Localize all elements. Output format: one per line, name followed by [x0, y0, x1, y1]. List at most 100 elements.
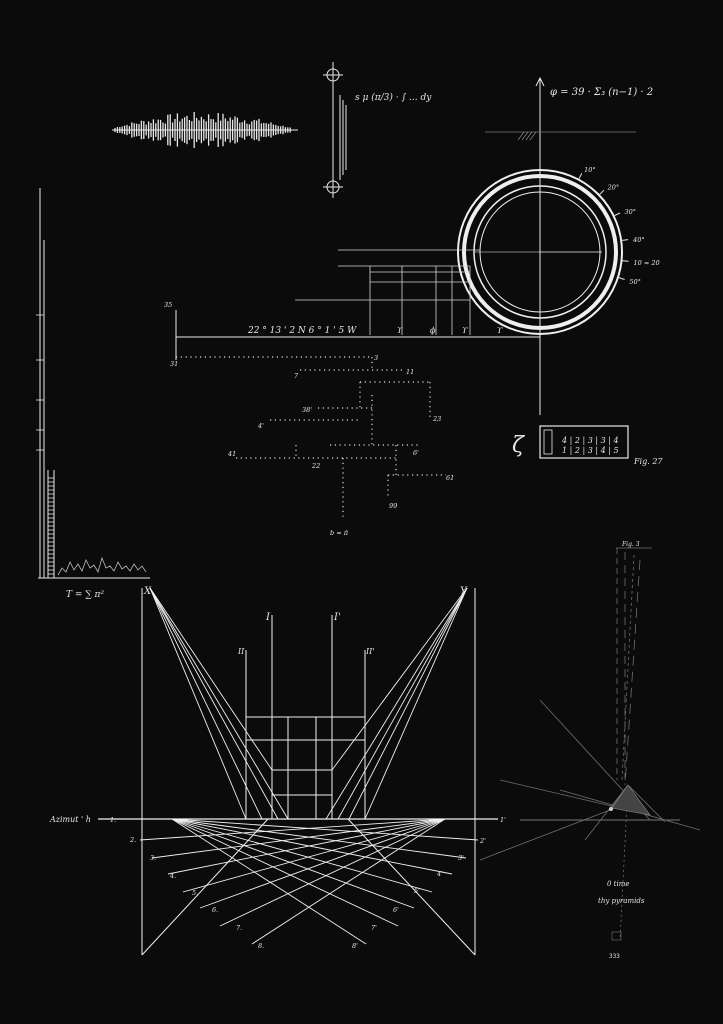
right-index-labels: 1'2'3'4'5'6'7'8': [352, 816, 506, 950]
fan-line: [149, 587, 279, 820]
note-line-2: thy pyramids: [598, 897, 645, 905]
left-index-label: 6.: [212, 906, 218, 914]
number-box-tab: [543, 429, 553, 455]
svg-text:4': 4': [257, 422, 264, 430]
hatch-mark: [517, 131, 537, 141]
left-index-label: 1.: [110, 816, 116, 824]
right-index-label: 1': [500, 816, 506, 824]
floor-line: [171, 818, 433, 893]
ring-tick: [578, 173, 583, 179]
formula-phi: φ = 39 · Σ₃ (n−1) · 2: [550, 87, 653, 98]
ring-tick: [614, 212, 621, 217]
azimuth-label: Azimut ' h: [49, 815, 91, 824]
ladder-rungs: [36, 314, 54, 575]
floor-line: [171, 818, 399, 927]
arrow-up-icon: [535, 76, 545, 87]
zeta-symbol: ζ: [512, 433, 526, 458]
fan-line: [149, 587, 289, 820]
svg-text:6': 6': [413, 449, 419, 457]
coordinates: 22 ° 13 ' 2 N 6 ° 1 ' 5 W: [247, 326, 357, 336]
right-index-label: 7': [371, 924, 377, 932]
small-square: [611, 931, 622, 941]
floor-line: [171, 818, 467, 859]
ring-tick: [618, 277, 625, 280]
svg-text:31: 31: [170, 360, 178, 368]
svg-text:II: II: [237, 647, 245, 656]
left-index-label: 7.: [236, 924, 242, 932]
svg-text:ϕ: ϕ: [430, 326, 436, 335]
noise-trace: [57, 556, 147, 576]
floor-line: [171, 818, 367, 945]
ring-tick-label: 30°: [625, 208, 637, 216]
pyramid-shade: [611, 784, 651, 816]
fan-line: [149, 587, 247, 820]
floor-line: [151, 818, 446, 859]
floor-line: [171, 818, 415, 909]
ring-tick-label: 10°: [584, 166, 596, 174]
svg-text:I: I: [265, 612, 271, 623]
left-vertical-bar: [38, 188, 150, 579]
ring-tick: [599, 189, 605, 195]
ring-tick: [622, 260, 629, 262]
svg-text:41: 41: [227, 450, 236, 458]
floor-line: [251, 818, 446, 945]
svg-text:35: 35: [164, 301, 172, 309]
right-index-label: 4': [436, 870, 443, 878]
page-number: 333: [609, 953, 620, 960]
structure-grid: [295, 249, 480, 335]
floor-line: [182, 818, 446, 893]
right-index-label: 8': [352, 942, 358, 950]
svg-text:ϒ: ϒ: [462, 326, 468, 335]
figure-label: Fig. 27: [633, 457, 663, 466]
left-index-label: 3.: [150, 854, 156, 862]
left-index-label: 4.: [169, 872, 176, 880]
fan-line: [149, 587, 273, 771]
fan-line: [331, 587, 468, 771]
svg-text:11: 11: [406, 368, 414, 376]
svg-text:23: 23: [432, 415, 441, 423]
formula-left: T = ∑ π²: [66, 590, 104, 600]
perspective-labels: X Y I I' II II': [143, 586, 468, 656]
left-index-label: 2.: [129, 836, 136, 844]
perspective-drawing: [98, 588, 498, 956]
vertical-crosshair-symbol: [323, 62, 347, 198]
svg-text:99: 99: [389, 502, 397, 510]
left-index-labels: 1. 2. 3. 4. 5. 6. 7. 8.: [110, 816, 264, 950]
floor-line: [171, 818, 479, 841]
svg-text:b ≈ π̄: b ≈ π̄: [330, 529, 349, 537]
concentric-ring: [457, 169, 623, 335]
formula-top: s μ (π/3) · ∫ ... dy: [355, 92, 432, 103]
dotted-graph-labels: 35 31 3 7 11 38' 23 4' 41 22 6' 61 99 b …: [164, 301, 454, 537]
right-index-label: 3': [458, 854, 464, 862]
floor-grid-lines: [139, 818, 479, 945]
ring-tick: [622, 239, 629, 241]
ring-tick-label: 10 ≈ 20: [634, 259, 660, 267]
svg-text:II': II': [365, 647, 375, 656]
dotted-path-graph: [176, 356, 446, 520]
fan-line: [364, 587, 468, 820]
svg-text:Y: Y: [460, 586, 468, 597]
svg-text:ϒ: ϒ: [397, 326, 403, 335]
floor-line: [167, 818, 446, 875]
right-index-label: 2': [479, 837, 486, 845]
svg-text:7: 7: [294, 372, 299, 380]
floor-line: [171, 818, 453, 875]
ring-tick-label: 40°: [632, 236, 645, 244]
pyramid-apex-dot: [609, 807, 613, 811]
box-row-1: 4 | 2 | 3 | 3 | 4: [561, 436, 619, 445]
fan-line: [348, 587, 468, 820]
small-figure-label: Fig. 3: [621, 541, 640, 548]
svg-text:ϒ: ϒ: [497, 326, 503, 335]
right-index-label: 6': [393, 906, 399, 914]
left-index-label: 5.: [192, 889, 198, 897]
left-index-label: 8.: [258, 942, 264, 950]
floor-line: [139, 818, 446, 841]
svg-text:3: 3: [374, 354, 378, 362]
number-box: [539, 425, 629, 459]
ring-tick-label: 20°: [607, 184, 620, 192]
box-row-2: 1 | 2 | 3 | 4 | 5: [562, 446, 619, 455]
